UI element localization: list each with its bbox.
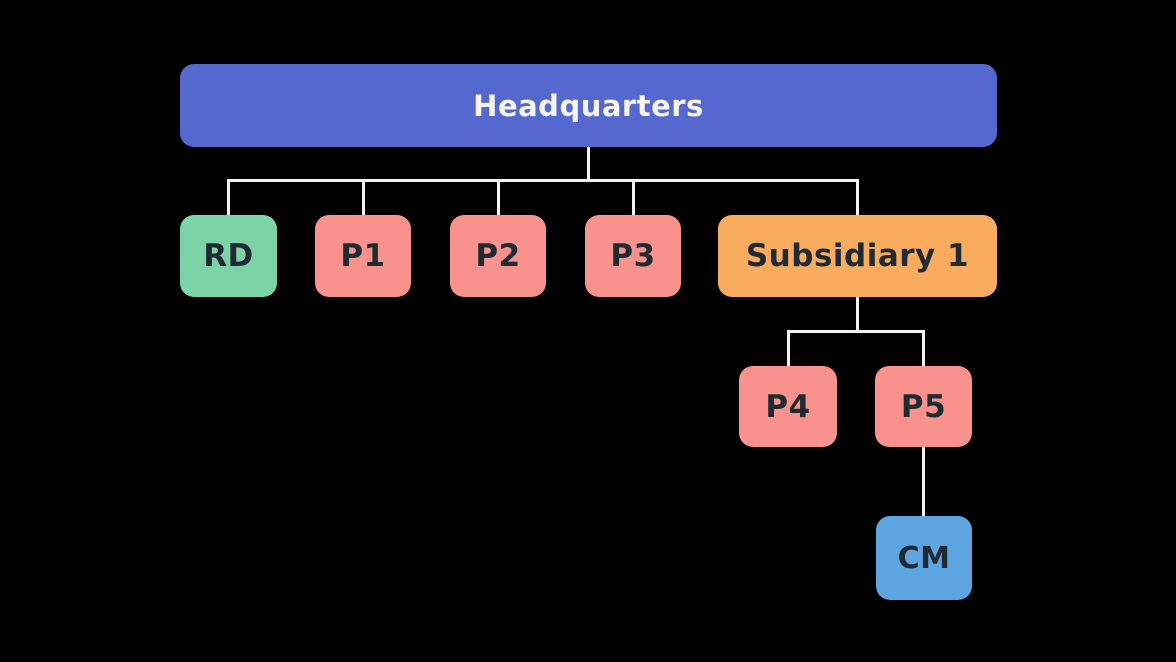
connector-headquarters-trunk [587,147,590,182]
connector-drop-p1 [362,179,365,216]
node-p3-label: P3 [610,238,656,274]
connector-p5-trunk [922,447,925,516]
node-p5: P5 [875,366,972,447]
node-cm-label: CM [897,540,951,576]
node-rd: RD [180,215,277,297]
connector-drop-subsidiary-1 [856,179,859,216]
node-rd-label: RD [203,238,254,274]
node-p1: P1 [315,215,411,297]
node-cm: CM [876,516,972,600]
node-subsidiary-1-label: Subsidiary 1 [745,238,970,274]
node-p5-label: P5 [900,388,947,425]
node-headquarters-label: Headquarters [473,88,704,123]
node-subsidiary-1: Subsidiary 1 [718,215,997,297]
connector-subsidiary-1-trunk [856,297,859,333]
connector-level3-bus [787,330,925,333]
node-p2-label: P2 [475,238,521,274]
connector-drop-p5 [922,330,925,366]
node-p4-label: P4 [765,388,811,425]
node-p4: P4 [739,366,837,447]
connector-drop-p3 [632,179,635,216]
connector-drop-p2 [497,179,500,216]
node-p3: P3 [585,215,681,297]
connector-drop-p4 [787,330,790,366]
connector-level2-bus [227,179,859,182]
connector-drop-rd [227,179,230,216]
node-p2: P2 [450,215,546,297]
node-p1-label: P1 [340,238,386,274]
node-headquarters: Headquarters [180,64,997,147]
